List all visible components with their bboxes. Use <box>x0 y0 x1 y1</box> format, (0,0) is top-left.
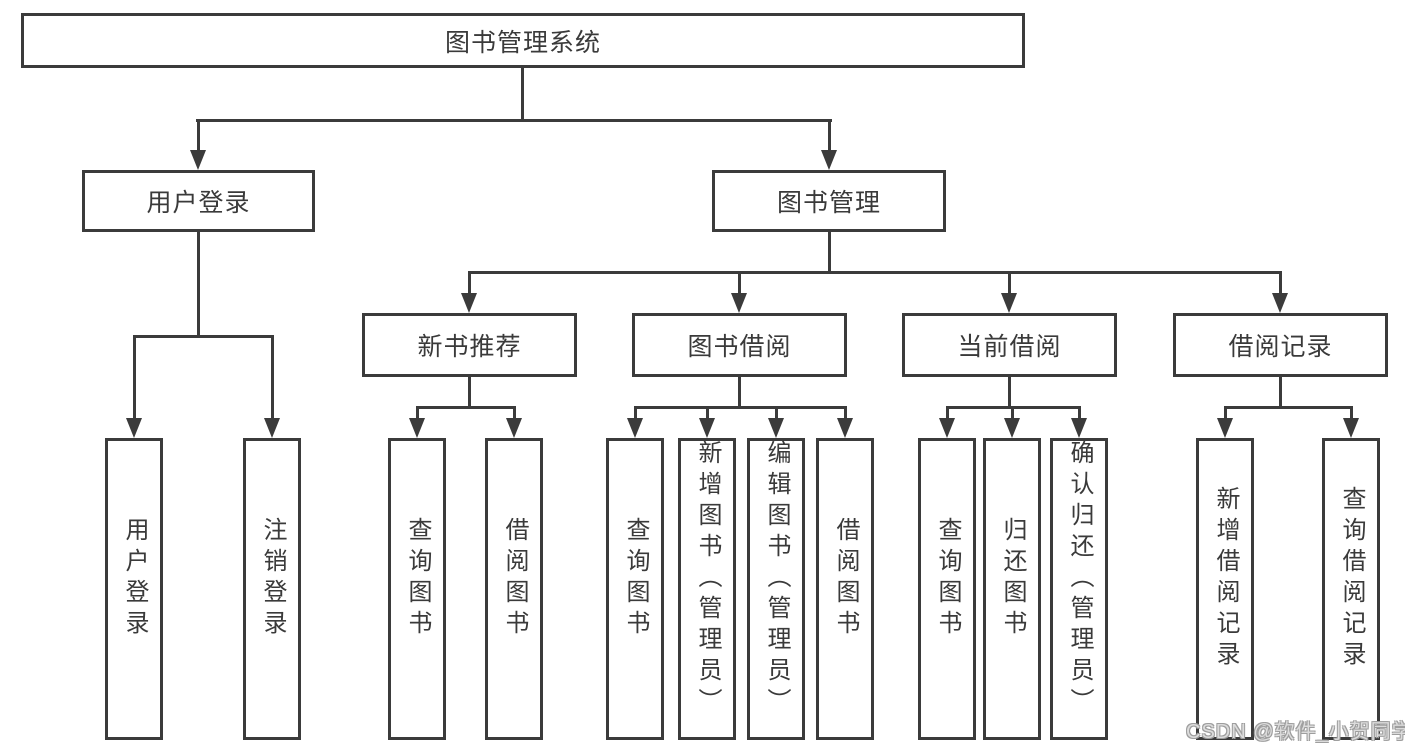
connector-line <box>1279 271 1282 295</box>
connector-line <box>133 335 274 338</box>
node-bb-edit-book: 编辑图书（管理员） <box>747 438 805 740</box>
node-user-login-label: 用户登录 <box>146 189 251 217</box>
arrow-down-icon <box>939 418 955 438</box>
node-br-add-record-label: 新增借阅记录 <box>1212 486 1239 672</box>
connector-line <box>1224 406 1227 420</box>
connector-line <box>521 68 524 121</box>
arrow-down-icon <box>1004 418 1020 438</box>
connector-line <box>844 406 847 420</box>
arrow-down-icon <box>461 293 477 313</box>
node-rec-query-book-label: 查询图书 <box>404 517 431 641</box>
arrow-down-icon <box>768 418 784 438</box>
node-cb-query-book-label: 查询图书 <box>934 517 961 641</box>
node-bb-add-book: 新增图书（管理员） <box>678 438 736 740</box>
connector-line <box>1008 271 1011 295</box>
arrow-down-icon <box>1217 418 1233 438</box>
connector-line <box>1008 377 1011 409</box>
connector-line <box>828 232 831 274</box>
connector-line <box>1011 406 1014 420</box>
connector-line <box>1224 406 1353 409</box>
arrow-down-icon <box>126 418 142 438</box>
node-root: 图书管理系统 <box>21 13 1025 68</box>
connector-line <box>1078 406 1081 420</box>
connector-line <box>197 232 200 336</box>
node-leaf-logout-login: 注销登录 <box>243 438 301 740</box>
arrow-down-icon <box>837 418 853 438</box>
node-book-borrow-label: 图书借阅 <box>687 333 792 361</box>
connector-line <box>1279 377 1282 409</box>
node-leaf-user-login-label: 用户登录 <box>121 517 148 641</box>
node-current-borrow: 当前借阅 <box>902 313 1117 377</box>
connector-line <box>828 119 831 152</box>
node-new-book-rec-label: 新书推荐 <box>417 333 522 361</box>
node-borrow-record-label: 借阅记录 <box>1228 333 1333 361</box>
node-br-query-record-label: 查询借阅记录 <box>1338 486 1365 672</box>
node-cb-confirm-return: 确认归还（管理员） <box>1050 438 1108 740</box>
node-root-label: 图书管理系统 <box>444 28 601 57</box>
connector-line <box>196 119 832 122</box>
node-current-borrow-label: 当前借阅 <box>957 333 1062 361</box>
arrow-down-icon <box>506 418 522 438</box>
node-br-add-record: 新增借阅记录 <box>1196 438 1254 740</box>
node-cb-return-book: 归还图书 <box>983 438 1041 740</box>
node-bb-query-book: 查询图书 <box>606 438 664 740</box>
node-cb-query-book: 查询图书 <box>918 438 976 740</box>
connector-line <box>946 406 949 420</box>
connector-line <box>738 271 741 295</box>
connector-line <box>133 335 136 420</box>
arrow-down-icon <box>731 293 747 313</box>
connector-line <box>1350 406 1353 420</box>
node-cb-confirm-return-label: 确认归还（管理员） <box>1066 439 1093 719</box>
node-br-query-record: 查询借阅记录 <box>1322 438 1380 740</box>
connector-line <box>468 377 471 409</box>
connector-line <box>738 377 741 409</box>
node-cb-return-book-label: 归还图书 <box>999 517 1026 641</box>
node-bb-edit-book-label: 编辑图书（管理员） <box>763 439 790 719</box>
connector-line <box>271 335 274 420</box>
node-bb-add-book-label: 新增图书（管理员） <box>694 439 721 719</box>
connector-line <box>416 406 516 409</box>
node-book-borrow: 图书借阅 <box>632 313 847 377</box>
node-leaf-logout-login-label: 注销登录 <box>259 517 286 641</box>
node-bb-query-book-label: 查询图书 <box>622 517 649 641</box>
node-rec-query-book: 查询图书 <box>388 438 446 740</box>
arrow-down-icon <box>1343 418 1359 438</box>
arrow-down-icon <box>1001 293 1017 313</box>
arrow-down-icon <box>699 418 715 438</box>
arrow-down-icon <box>1272 293 1288 313</box>
node-bb-borrow-book-label: 借阅图书 <box>832 517 859 641</box>
connector-line <box>634 406 637 420</box>
node-user-login: 用户登录 <box>82 170 315 232</box>
connector-line <box>706 406 709 420</box>
node-book-mgmt: 图书管理 <box>712 170 946 232</box>
node-new-book-rec: 新书推荐 <box>362 313 577 377</box>
arrow-down-icon <box>264 418 280 438</box>
arrow-down-icon <box>409 418 425 438</box>
node-leaf-user-login: 用户登录 <box>105 438 163 740</box>
connector-line <box>416 406 419 420</box>
connector-line <box>468 271 1282 274</box>
arrow-down-icon <box>627 418 643 438</box>
node-borrow-record: 借阅记录 <box>1173 313 1388 377</box>
connector-line <box>634 406 847 409</box>
node-rec-borrow-book-label: 借阅图书 <box>501 517 528 641</box>
node-book-mgmt-label: 图书管理 <box>776 189 881 217</box>
connector-line <box>775 406 778 420</box>
csdn-watermark: CSDN @软件_小贺同学 <box>1186 721 1405 743</box>
node-bb-borrow-book: 借阅图书 <box>816 438 874 740</box>
connector-line <box>468 271 471 295</box>
arrow-down-icon <box>1071 418 1087 438</box>
connector-line <box>197 119 200 152</box>
node-rec-borrow-book: 借阅图书 <box>485 438 543 740</box>
arrow-down-icon <box>821 150 837 170</box>
arrow-down-icon <box>190 150 206 170</box>
connector-line <box>513 406 516 420</box>
